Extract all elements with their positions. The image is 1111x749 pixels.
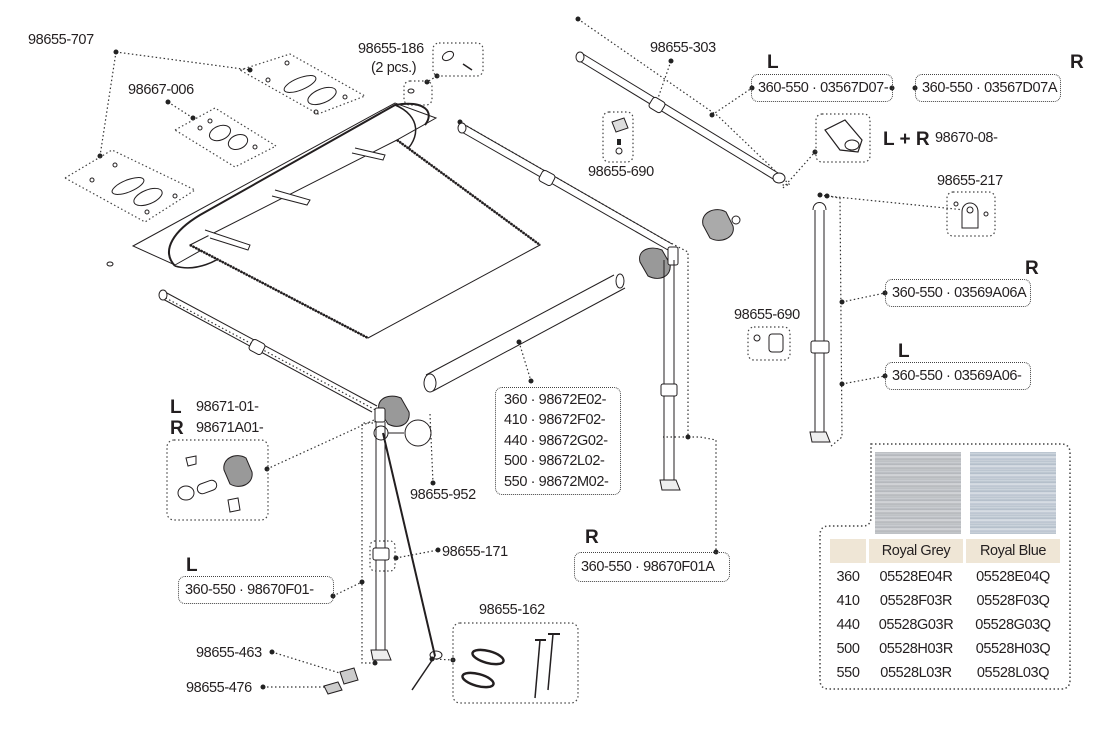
roller-tube-size-360: 360 · 98672E02- bbox=[504, 391, 607, 408]
table-row: 500 05528H03R 05528H03Q bbox=[830, 638, 1060, 659]
label-98655-952: 98655-952 bbox=[410, 487, 476, 503]
label-98655-217: 98655-217 bbox=[937, 173, 1003, 189]
roller-end-cap-loose bbox=[702, 209, 741, 241]
cell-size: 550 bbox=[830, 662, 866, 683]
header-royal-grey: Royal Grey bbox=[869, 539, 963, 563]
roller-tube-size-440: 440 · 98672G02- bbox=[504, 432, 608, 449]
swatch-royal-grey bbox=[875, 452, 961, 534]
bracket-98655-217 bbox=[946, 191, 996, 237]
end-cap-98655-690-mid bbox=[747, 326, 791, 361]
kit-box-98655-707-bottom bbox=[63, 149, 197, 223]
foot-plates bbox=[323, 667, 359, 695]
side-marker-left-leg-r: R bbox=[585, 527, 599, 548]
cell-blue: 05528F03Q bbox=[966, 590, 1060, 611]
cell-blue: 05528H03Q bbox=[966, 638, 1060, 659]
label-98655-476: 98655-476 bbox=[186, 680, 252, 696]
roller-tube-size-410: 410 · 98672F02- bbox=[504, 412, 606, 429]
roller-tube-size-550: 550 · 98672M02- bbox=[504, 473, 609, 490]
side-marker-rail-r: R bbox=[1070, 52, 1084, 73]
rafter-arm-right bbox=[457, 122, 673, 251]
label-98655-690-middle: 98655-690 bbox=[734, 307, 800, 323]
cell-blue: 05528L03Q bbox=[966, 662, 1060, 683]
header-royal-blue: Royal Blue bbox=[966, 539, 1060, 563]
fabric-table-header: Royal Grey Royal Blue bbox=[830, 539, 1060, 563]
rafter-arm-top bbox=[575, 51, 786, 184]
part-box-rail-left: 360-550 · 03567D07- bbox=[751, 74, 893, 102]
table-row: 550 05528L03R 05528L03Q bbox=[830, 662, 1060, 683]
stake-kit-98655-162 bbox=[452, 622, 579, 704]
cell-grey: 05528E04R bbox=[869, 566, 963, 587]
kit-box-98655-707-top bbox=[238, 53, 367, 115]
end-cap-kit-98671 bbox=[166, 439, 269, 521]
cell-blue: 05528G03Q bbox=[966, 614, 1060, 635]
cell-size: 360 bbox=[830, 566, 866, 587]
side-marker-leg-l: L bbox=[898, 341, 910, 362]
kit-box-98667-006 bbox=[173, 107, 278, 168]
support-leg-front-left bbox=[369, 422, 396, 661]
cell-grey: 05528F03R bbox=[869, 590, 963, 611]
label-98655-171: 98655-171 bbox=[442, 544, 508, 560]
fabric-table: Royal Grey Royal Blue 360 05528E04R 0552… bbox=[827, 536, 1063, 686]
part-box-left-leg-r: 360-550 · 98670F01A bbox=[574, 552, 730, 582]
cell-size: 440 bbox=[830, 614, 866, 635]
label-98655-186-quantity: (2 pcs.) bbox=[371, 60, 417, 76]
swatch-royal-blue bbox=[970, 452, 1056, 534]
cell-size: 410 bbox=[830, 590, 866, 611]
side-marker-rail-l: L bbox=[767, 52, 779, 73]
side-marker-left-leg-l: L bbox=[186, 555, 198, 576]
roller-tube bbox=[423, 273, 626, 393]
cell-grey: 05528G03R bbox=[869, 614, 963, 635]
label-98655-463: 98655-463 bbox=[196, 645, 262, 661]
part-box-right-leg-r: 360-550 · 03569A06A bbox=[885, 279, 1031, 307]
support-leg-front-right bbox=[659, 260, 681, 491]
label-98667-006: 98667-006 bbox=[128, 82, 194, 98]
side-marker-leg-r: R bbox=[1025, 258, 1039, 279]
label-98655-303: 98655-303 bbox=[650, 40, 716, 56]
header-size bbox=[830, 539, 866, 563]
awning-cassette bbox=[131, 102, 541, 340]
rafter-arm-left bbox=[158, 289, 378, 413]
roller-drive-left bbox=[374, 395, 410, 427]
cell-grey: 05528L03R bbox=[869, 662, 963, 683]
label-98671a01: 98671A01- bbox=[196, 420, 264, 436]
label-98671-01: 98671-01- bbox=[196, 399, 259, 415]
side-marker-r: R bbox=[170, 418, 184, 439]
label-98670-08: 98670-08- bbox=[935, 130, 998, 146]
table-row: 440 05528G03R 05528G03Q bbox=[830, 614, 1060, 635]
part-box-right-leg-l: 360-550 · 03569A06- bbox=[885, 362, 1031, 390]
cell-grey: 05528H03R bbox=[869, 638, 963, 659]
table-row: 360 05528E04R 05528E04Q bbox=[830, 566, 1060, 587]
support-leg-right bbox=[809, 202, 831, 443]
part-box-left-leg-l: 360-550 · 98670F01- bbox=[178, 576, 334, 604]
cell-size: 500 bbox=[830, 638, 866, 659]
end-cap-98655-690-top bbox=[602, 111, 634, 163]
label-98655-707: 98655-707 bbox=[28, 32, 94, 48]
label-98655-690-top: 98655-690 bbox=[588, 164, 654, 180]
label-98655-186: 98655-186 bbox=[358, 41, 424, 57]
hinge-98670-08 bbox=[815, 113, 871, 163]
kit-box-98655-186 bbox=[403, 42, 484, 106]
roller-drive-right bbox=[639, 246, 679, 279]
cell-blue: 05528E04Q bbox=[966, 566, 1060, 587]
loose-screw bbox=[106, 261, 114, 267]
roller-tube-size-500: 500 · 98672L02- bbox=[504, 453, 605, 470]
part-box-roller-tube: 360 · 98672E02- 410 · 98672F02- 440 · 98… bbox=[495, 387, 621, 495]
side-marker-l-plus-r: L + R bbox=[883, 129, 930, 150]
label-98655-162: 98655-162 bbox=[479, 602, 545, 618]
table-row: 410 05528F03R 05528F03Q bbox=[830, 590, 1060, 611]
fabric-panel-outline bbox=[819, 443, 1071, 690]
tension-strap bbox=[373, 419, 443, 691]
side-marker-l: L bbox=[170, 397, 182, 418]
part-box-rail-right: 360-550 · 03567D07A bbox=[915, 74, 1061, 102]
